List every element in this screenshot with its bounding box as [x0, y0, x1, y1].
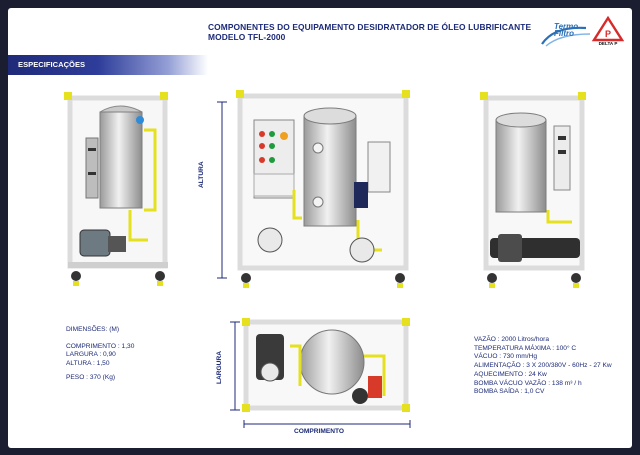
- spec-sheet: COMPONENTES DO EQUIPAMENTO DESIDRATADOR …: [8, 8, 632, 448]
- spacer: [66, 335, 134, 343]
- dimension-largura: LARGURA : 0,90: [66, 351, 116, 359]
- dimensions-heading: DIMENSÕES: (M): [66, 326, 120, 333]
- dimension-comprimento: COMPRIMENTO : 1,30: [66, 342, 135, 350]
- specs-block: VAZÃO : 2000 Litros/hora TEMPERATURA MÁX…: [474, 336, 612, 397]
- model-title: MODELO TFL-2000: [208, 32, 286, 42]
- largura-label: LARGURA: [216, 351, 223, 384]
- termo-filtro-wordmark: Termo Filtro: [554, 22, 579, 38]
- delta-p-logo: P DELTA P: [591, 15, 625, 50]
- dimension-peso: PESO : 370 (Kg): [66, 373, 116, 381]
- comprimento-label: COMPRIMENTO: [294, 428, 345, 435]
- termo-filtro-swoosh-icon: [541, 26, 591, 47]
- section-band: ESPECIFICAÇÕES: [8, 55, 208, 75]
- altura-dimension-line: [217, 101, 227, 279]
- altura-label: ALTURA: [198, 161, 205, 188]
- spec-vacuo: VÁCUO : 730 mm/Hg: [474, 353, 538, 361]
- spec-bomba-vacuo: BOMBA VÁCUO VAZÃO : 138 m³ / h: [474, 379, 582, 387]
- delta-p-label: DELTA P: [598, 41, 618, 46]
- dimensions-block: DIMENSÕES: (M) COMPRIMENTO : 1,30 LARGUR…: [66, 326, 134, 383]
- comprimento-dimension-line: [243, 420, 411, 428]
- top-view-drawing: [242, 318, 410, 412]
- spec-temperatura: TEMPERATURA MÁXIMA : 100° C: [474, 344, 577, 352]
- termo-filtro-logo: Termo Filtro: [540, 22, 592, 48]
- front-view-drawing: [236, 90, 410, 288]
- svg-text:P: P: [605, 29, 611, 39]
- side-view-right-drawing: [480, 92, 586, 288]
- document-title: COMPONENTES DO EQUIPAMENTO DESIDRATADOR …: [208, 22, 532, 32]
- section-band-label: ESPECIFICAÇÕES: [18, 60, 86, 69]
- spec-alimentacao: ALIMENTAÇÃO : 3 X 200/380V - 60Hz - 27 K…: [474, 362, 612, 370]
- spec-bomba-saida: BOMBA SAÍDA : 1,0 CV: [474, 388, 545, 396]
- spec-aquecimento: AQUECIMENTO : 24 Kw: [474, 370, 547, 378]
- largura-dimension-line: [230, 321, 240, 411]
- dimension-altura: ALTURA : 1,50: [66, 360, 110, 368]
- side-view-left-drawing: [64, 92, 168, 286]
- delta-triangle-icon: P: [591, 15, 625, 42]
- spec-vazao: VAZÃO : 2000 Litros/hora: [474, 336, 550, 343]
